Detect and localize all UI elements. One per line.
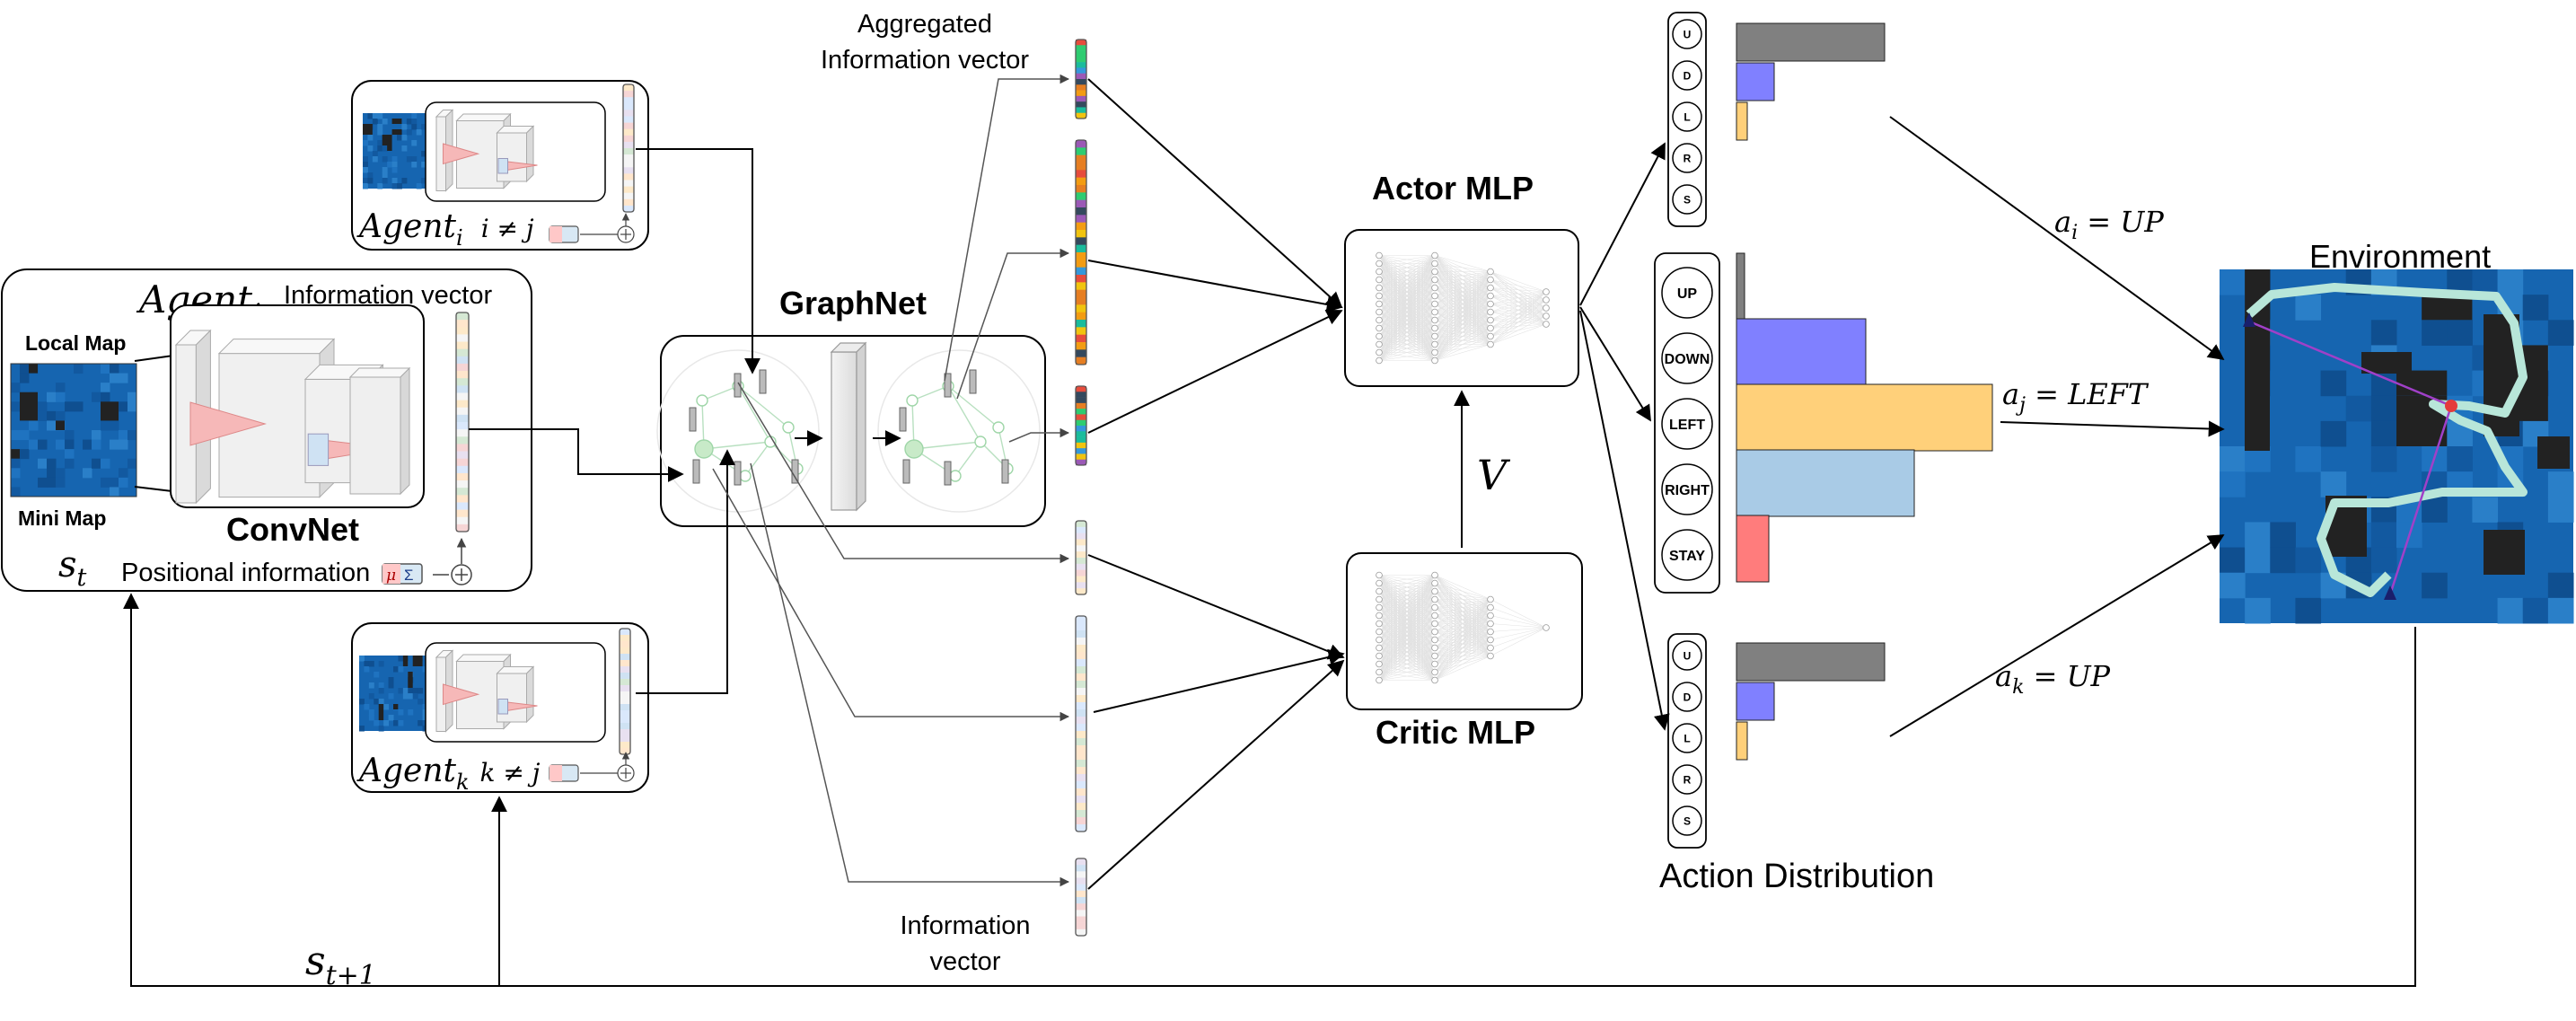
information-label-line1: Information xyxy=(900,911,1030,940)
information-vectors xyxy=(1075,520,1087,937)
next-state-label: st+1 xyxy=(305,938,376,991)
aggregated-label-line1: Aggregated xyxy=(857,10,992,39)
action-i-label: ai = UP xyxy=(2054,205,2164,244)
environment-map xyxy=(2220,269,2574,624)
distribution-bar xyxy=(1736,515,1770,583)
action-label-down: DOWN xyxy=(1665,352,1710,367)
action-label-s: S xyxy=(1684,814,1691,827)
action-label-d: D xyxy=(1684,69,1692,82)
graph-output-nodes xyxy=(899,369,1014,486)
graph-input-nodes xyxy=(689,369,804,486)
agent-k-feature-vector xyxy=(619,628,631,755)
action-distribution-label: Action Distribution xyxy=(1659,858,1934,895)
information-label-line2: vector xyxy=(930,947,1001,976)
agent-i-feature-vector xyxy=(622,84,635,213)
distribution-bar xyxy=(1736,101,1748,141)
action-circle-s xyxy=(1672,184,1702,215)
action-circle-u xyxy=(1672,19,1702,49)
positional-information-label: Positional information xyxy=(121,559,370,587)
distribution-bar xyxy=(1736,642,1886,682)
action-k-label: ak = UP xyxy=(1995,659,2111,699)
action-circle-stay xyxy=(1661,529,1713,581)
distribution-bar xyxy=(1736,383,1993,452)
distribution-bar xyxy=(1736,22,1886,62)
action-circle-down xyxy=(1661,332,1713,384)
agent-marker-icon xyxy=(2445,400,2457,412)
agent-j-feature-vector xyxy=(455,312,470,533)
distribution-bar xyxy=(1736,62,1775,101)
distribution-bar xyxy=(1736,252,1745,321)
actor-mlp-label: Actor MLP xyxy=(1372,170,1534,207)
environment-label: Environment xyxy=(2309,238,2491,275)
action-label-stay: STAY xyxy=(1669,549,1705,564)
value-symbol: V xyxy=(1477,451,1511,499)
action-label-l: L xyxy=(1684,732,1690,744)
agent-i-map-image xyxy=(363,113,432,189)
action-circle-s xyxy=(1672,805,1702,836)
action-label-r: R xyxy=(1684,152,1692,164)
action-label-up: UP xyxy=(1677,286,1698,302)
action-label-d: D xyxy=(1684,691,1692,703)
action-circle-d xyxy=(1672,60,1702,91)
action-circle-right xyxy=(1661,463,1713,515)
action-circle-r xyxy=(1672,143,1702,173)
environment-group: Environment xyxy=(2220,238,2574,624)
distribution-bar xyxy=(1736,318,1867,386)
mini-map-label: Mini Map xyxy=(18,506,106,530)
action-circle-u xyxy=(1672,640,1702,671)
graphnet-label: GraphNet xyxy=(779,285,927,321)
action-circle-d xyxy=(1672,682,1702,712)
action-label-left: LEFT xyxy=(1669,418,1705,433)
convnet-label: ConvNet xyxy=(226,511,359,548)
distribution-bar xyxy=(1736,449,1915,517)
action-label-s: S xyxy=(1684,193,1691,206)
connections xyxy=(123,74,2416,987)
graphnet-group: GraphNet xyxy=(656,285,1046,527)
action-label-right: RIGHT xyxy=(1665,483,1710,498)
state-t-label: st xyxy=(58,544,87,592)
action-circle-l xyxy=(1672,723,1702,753)
critic-mlp-group: Critic MLP xyxy=(1346,552,1583,751)
information-vectors-column: Aggregated Information vector Informatio… xyxy=(821,10,1087,976)
action-label-r: R xyxy=(1684,773,1692,786)
agent-j-group: Agentj Information vector Local Map Mini… xyxy=(1,268,532,592)
action-circle-left xyxy=(1661,398,1713,450)
action-circle-l xyxy=(1672,101,1702,132)
distribution-bar xyxy=(1736,682,1775,721)
aggregated-vectors xyxy=(1075,39,1087,466)
action-circle-up xyxy=(1661,267,1713,319)
local-map-image xyxy=(10,363,137,497)
action-circle-r xyxy=(1672,764,1702,795)
actor-mlp-group: Actor MLP xyxy=(1344,170,1579,387)
local-map-label: Local Map xyxy=(25,331,126,355)
agent-marker-icon xyxy=(2384,585,2396,600)
convnet-layers xyxy=(174,329,411,505)
action-label-u: U xyxy=(1684,28,1692,40)
action-j-label: aj = LEFT xyxy=(2002,377,2150,417)
critic-mlp-label: Critic MLP xyxy=(1376,714,1535,751)
action-distribution-top: U D L R S xyxy=(1667,12,1886,227)
agent-k-map-image xyxy=(359,656,428,732)
action-label-l: L xyxy=(1684,110,1690,123)
aggregated-label-line2: Information vector xyxy=(821,46,1029,75)
action-distribution-mid: UP DOWN LEFT RIGHT STAY xyxy=(1654,252,1993,594)
action-distribution-bottom: U D L R S xyxy=(1667,633,1886,849)
action-label-u: U xyxy=(1684,649,1692,662)
svg-text:μ: μ xyxy=(386,567,396,585)
svg-text:Σ: Σ xyxy=(404,567,414,584)
agent-marker-icon xyxy=(2243,312,2255,327)
distribution-bar xyxy=(1736,721,1748,761)
